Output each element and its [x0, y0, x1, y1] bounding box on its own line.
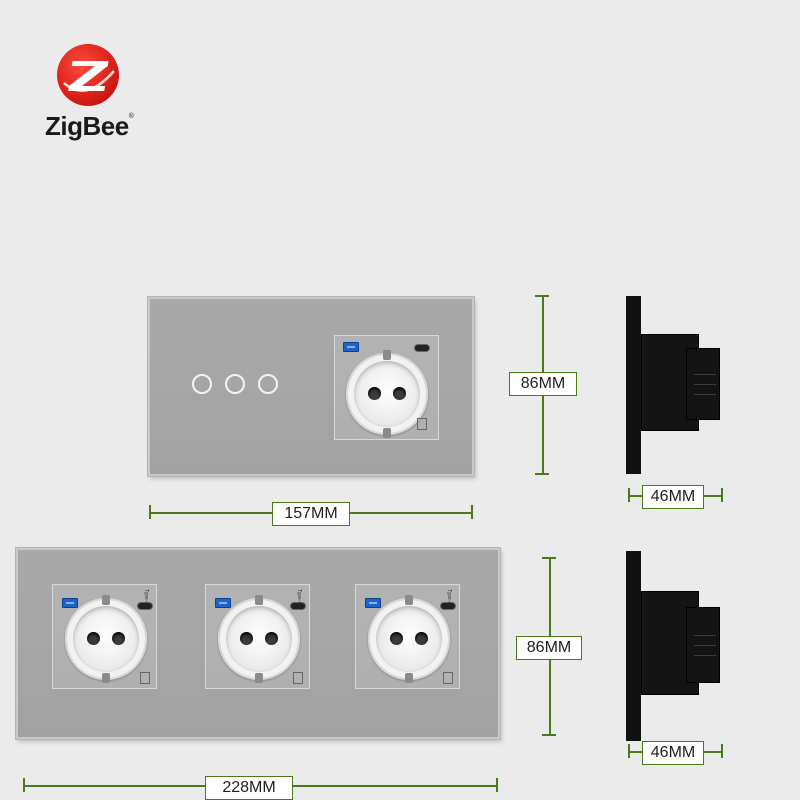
usb-a-port-icon [343, 342, 359, 352]
side-profile-bottom [626, 551, 726, 741]
touch-button-1[interactable] [192, 374, 212, 394]
earth-clip-icon [405, 673, 413, 683]
earth-clip-icon [255, 595, 263, 605]
bottom-panel: Type-c Type-c Type-c [16, 548, 500, 739]
socket-hole-icon [112, 632, 125, 645]
usb-c-port-icon [440, 602, 456, 610]
touch-button-3[interactable] [258, 374, 278, 394]
indicator-icon [417, 418, 427, 430]
dim-top-depth: 46MM [642, 485, 704, 509]
earth-clip-icon [102, 673, 110, 683]
schuko-socket [65, 595, 147, 683]
earth-clip-icon [405, 595, 413, 605]
usb-c-label: Type-c [296, 589, 302, 605]
indicator-icon [443, 672, 453, 684]
dim-bottom-depth: 46MM [642, 741, 704, 765]
socket-module [334, 335, 439, 440]
socket-hole-icon [390, 632, 403, 645]
earth-clip-icon [383, 428, 391, 438]
socket-module: Type-c [355, 584, 460, 689]
dim-bottom-width: 228MM [205, 776, 293, 800]
schuko-socket [346, 350, 428, 438]
earth-clip-icon [255, 673, 263, 683]
socket-hole-icon [265, 632, 278, 645]
usb-a-port-icon [215, 598, 231, 608]
usb-c-label: Type-c [143, 589, 149, 605]
socket-hole-icon [393, 387, 406, 400]
usb-c-port-icon [137, 602, 153, 610]
earth-clip-icon [102, 595, 110, 605]
earth-clip-icon [383, 350, 391, 360]
registered-mark: ® [128, 113, 134, 120]
socket-hole-icon [240, 632, 253, 645]
schuko-socket [218, 595, 300, 683]
usb-a-port-icon [62, 598, 78, 608]
indicator-icon [140, 672, 150, 684]
socket-module: Type-c [52, 584, 157, 689]
usb-c-label: Type-c [446, 589, 452, 605]
dim-top-height: 86MM [509, 372, 577, 396]
socket-module: Type-c [205, 584, 310, 689]
usb-c-port-icon [414, 344, 430, 352]
brand-name: ZigBee® [45, 111, 134, 141]
touch-button-2[interactable] [225, 374, 245, 394]
socket-hole-icon [87, 632, 100, 645]
top-panel [148, 297, 474, 476]
socket-hole-icon [368, 387, 381, 400]
schuko-socket [368, 595, 450, 683]
socket-hole-icon [415, 632, 428, 645]
zigbee-logo-icon [57, 44, 119, 106]
usb-a-port-icon [365, 598, 381, 608]
side-plate [626, 551, 641, 741]
dim-bottom-height: 86MM [516, 636, 582, 660]
dim-top-width: 157MM [272, 502, 350, 526]
usb-c-port-icon [290, 602, 306, 610]
indicator-icon [293, 672, 303, 684]
side-profile-top [626, 296, 726, 474]
side-plate [626, 296, 641, 474]
